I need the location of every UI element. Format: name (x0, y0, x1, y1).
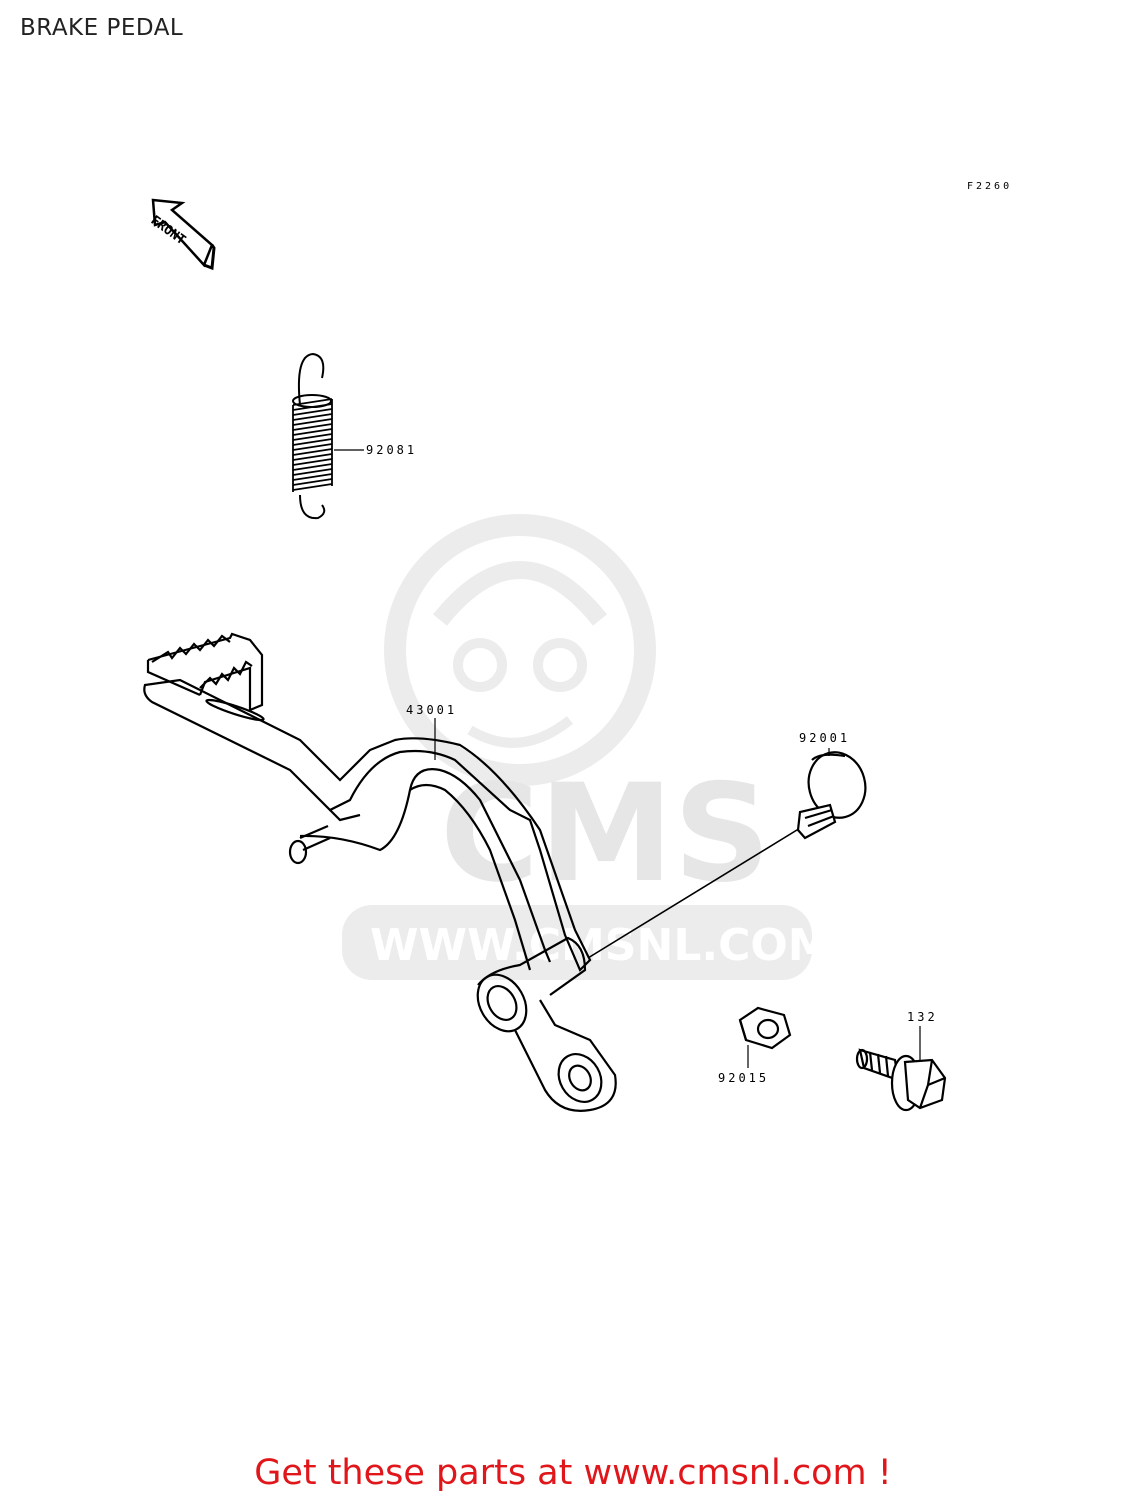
spring-part (292, 352, 364, 520)
diagram-code: F2260 (967, 181, 1012, 192)
watermark-logo-text: CMS (440, 755, 771, 912)
page-title: BRAKE PEDAL (20, 15, 184, 41)
flange-bolt-part (855, 1026, 947, 1112)
front-arrow-icon: FRONT (148, 198, 216, 271)
part-label-132: 132 (907, 1010, 938, 1024)
footer-link[interactable]: Get these parts at www.cmsnl.com ! (254, 1453, 892, 1493)
parts-diagram: CMS WWW.CMSNL.COM F2260 FRONT 92081 (143, 181, 1012, 1112)
part-label-43001: 43001 (406, 703, 457, 717)
nut-part (738, 1006, 792, 1068)
part-label-92081: 92081 (366, 443, 417, 457)
part-label-92015: 92015 (718, 1071, 769, 1085)
watermark-url-text: WWW.CMSNL.COM (370, 920, 832, 971)
watermark: CMS WWW.CMSNL.COM (342, 514, 832, 980)
pivot-bolt-part (587, 748, 867, 959)
part-label-92001: 92001 (799, 731, 850, 745)
brake-pedal-part (143, 632, 617, 1112)
